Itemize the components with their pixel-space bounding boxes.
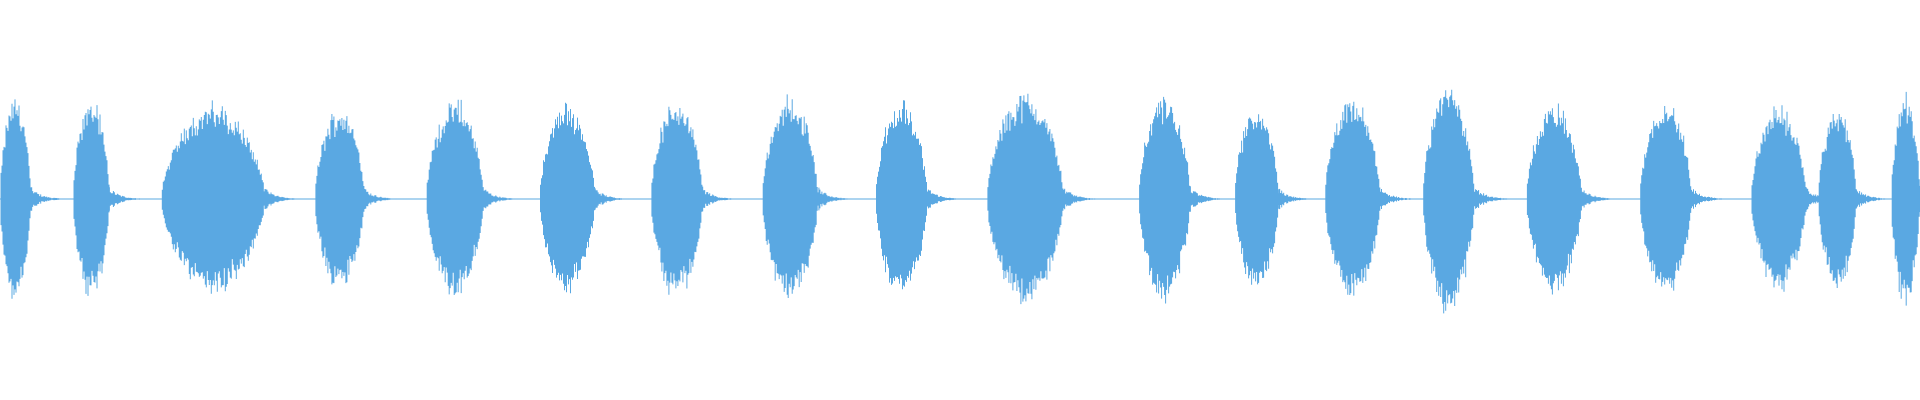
- waveform-burst-path: [1235, 114, 1320, 285]
- waveform-burst: [1891, 91, 1920, 306]
- waveform-burst: [426, 99, 525, 295]
- waveform-burst-path: [876, 100, 968, 290]
- waveform-burst-path: [1818, 114, 1898, 288]
- waveform-burst: [315, 114, 406, 285]
- waveform-burst: [1139, 96, 1231, 304]
- waveform-burst: [0, 99, 72, 299]
- waveform-burst: [1235, 114, 1320, 285]
- waveform-burst-path: [315, 114, 406, 285]
- waveform-burst: [540, 102, 636, 294]
- waveform-burst: [1818, 114, 1898, 288]
- waveform-burst-path: [161, 100, 306, 294]
- waveform-burst-path: [987, 93, 1105, 305]
- waveform-burst-path: [1423, 89, 1516, 314]
- waveform-burst-path: [1325, 101, 1421, 296]
- waveform-burst-path: [1526, 103, 1623, 295]
- waveform-burst: [73, 105, 150, 296]
- waveform-burst: [762, 94, 859, 298]
- waveform-burst: [1423, 89, 1516, 314]
- waveform-burst-path: [540, 102, 636, 294]
- waveform-burst-path: [651, 106, 744, 295]
- waveform-burst: [1325, 101, 1421, 296]
- waveform-burst-path: [73, 105, 150, 296]
- waveform-burst: [1640, 106, 1732, 291]
- waveform-burst-path: [762, 94, 859, 298]
- waveform-burst-path: [0, 99, 72, 299]
- waveform-burst-path: [426, 99, 525, 295]
- waveform-burst-path: [1891, 91, 1920, 306]
- waveform-burst: [876, 100, 968, 290]
- waveform-burst: [987, 93, 1105, 305]
- waveform-burst-path: [1640, 106, 1732, 291]
- waveform-burst-path: [1139, 96, 1231, 304]
- waveform-burst: [161, 100, 306, 294]
- waveform-burst: [1526, 103, 1623, 295]
- waveform-burst: [651, 106, 744, 295]
